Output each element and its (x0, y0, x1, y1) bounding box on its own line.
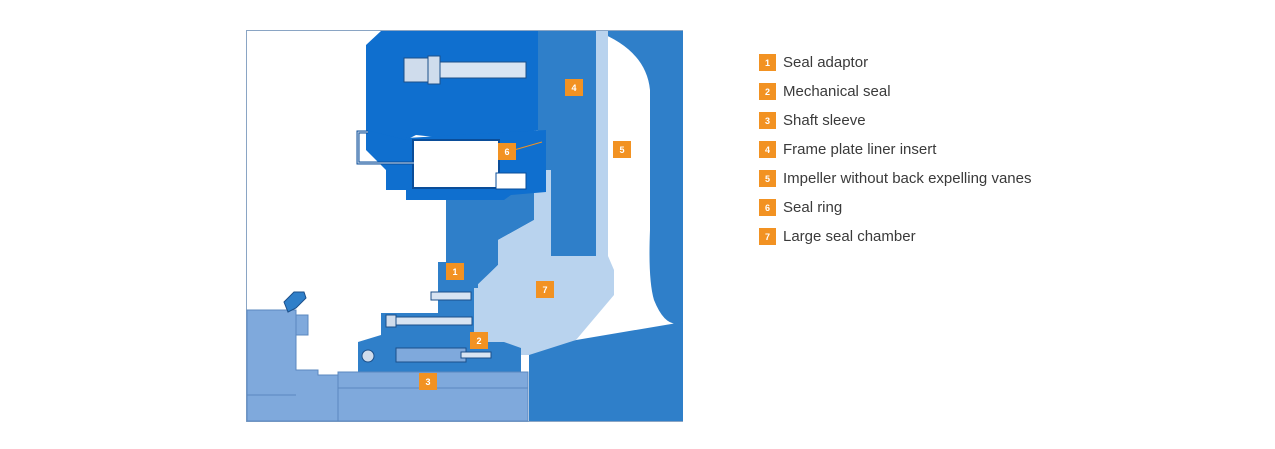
marker-2: 2 (470, 332, 488, 349)
marker-1: 1 (446, 263, 464, 280)
legend-badge: 1 (759, 54, 776, 71)
legend-item-seal-adaptor: 1 Seal adaptor (759, 48, 1031, 77)
legend-item-shaft-sleeve: 3 Shaft sleeve (759, 106, 1031, 135)
impeller-hub (529, 322, 683, 421)
legend-label: Impeller without back expelling vanes (783, 170, 1032, 187)
marker-4: 4 (565, 79, 583, 96)
seal-fitting (361, 349, 375, 363)
marker-6: 6 (498, 143, 516, 160)
marker-5: 5 (613, 141, 631, 158)
flush-pipe-inner (357, 131, 414, 164)
grease-nipple (283, 291, 307, 313)
bolt-nut (427, 55, 441, 85)
marker-7-number: 7 (542, 285, 547, 295)
marker-3: 3 (419, 373, 437, 390)
bearing-cap (295, 314, 309, 336)
diagram-markers: 1 2 3 4 5 6 7 (419, 79, 631, 390)
marker-5-number: 5 (619, 145, 624, 155)
legend-badge: 6 (759, 199, 776, 216)
impeller-gap (596, 31, 608, 256)
housing-dark (366, 31, 538, 140)
marker-2-number: 2 (476, 336, 481, 346)
bolt-head (403, 57, 429, 83)
housing-left (366, 130, 406, 190)
legend-label: Seal ring (783, 199, 843, 216)
legend-badge: 7 (759, 228, 776, 245)
marker-1-number: 1 (452, 267, 457, 277)
seal-spring (460, 351, 492, 359)
seal-ring-pointer (513, 141, 543, 151)
seal-chamber (474, 170, 614, 355)
seal-ring-block (412, 139, 500, 189)
legend-label: Mechanical seal (783, 83, 891, 100)
legend-item-seal-ring: 6 Seal ring (759, 193, 1031, 222)
legend-badge: 4 (759, 141, 776, 158)
legend-badge: 2 (759, 83, 776, 100)
legend-badge: 5 (759, 170, 776, 187)
seal-face (395, 347, 467, 363)
legend: 1 Seal adaptor 2 Mechanical seal 3 Shaft… (759, 48, 1031, 251)
marker-7: 7 (536, 281, 554, 298)
impeller-body (596, 31, 683, 324)
legend-badge: 3 (759, 112, 776, 129)
legend-label: Frame plate liner insert (783, 141, 937, 158)
marker-6-number: 6 (504, 147, 509, 157)
shaft-sleeve (337, 371, 529, 422)
marker-3-number: 3 (425, 377, 430, 387)
legend-label: Seal adaptor (783, 54, 869, 71)
legend-label: Shaft sleeve (783, 112, 866, 129)
legend-item-mechanical-seal: 2 Mechanical seal (759, 77, 1031, 106)
seal-bolt-head (385, 314, 397, 328)
legend-item-impeller: 5 Impeller without back expelling vanes (759, 164, 1031, 193)
legend-item-frame-plate-liner-insert: 4 Frame plate liner insert (759, 135, 1031, 164)
seal-ring-slot (495, 172, 527, 190)
marker-4-number: 4 (571, 83, 576, 93)
legend-item-large-seal-chamber: 7 Large seal chamber (759, 222, 1031, 251)
seal-bolt-upper (430, 291, 472, 301)
seal-cross-section-diagram: 1 2 3 4 5 6 7 (246, 30, 683, 422)
seal-bolt-lower (393, 316, 473, 326)
legend-label: Large seal chamber (783, 228, 916, 245)
